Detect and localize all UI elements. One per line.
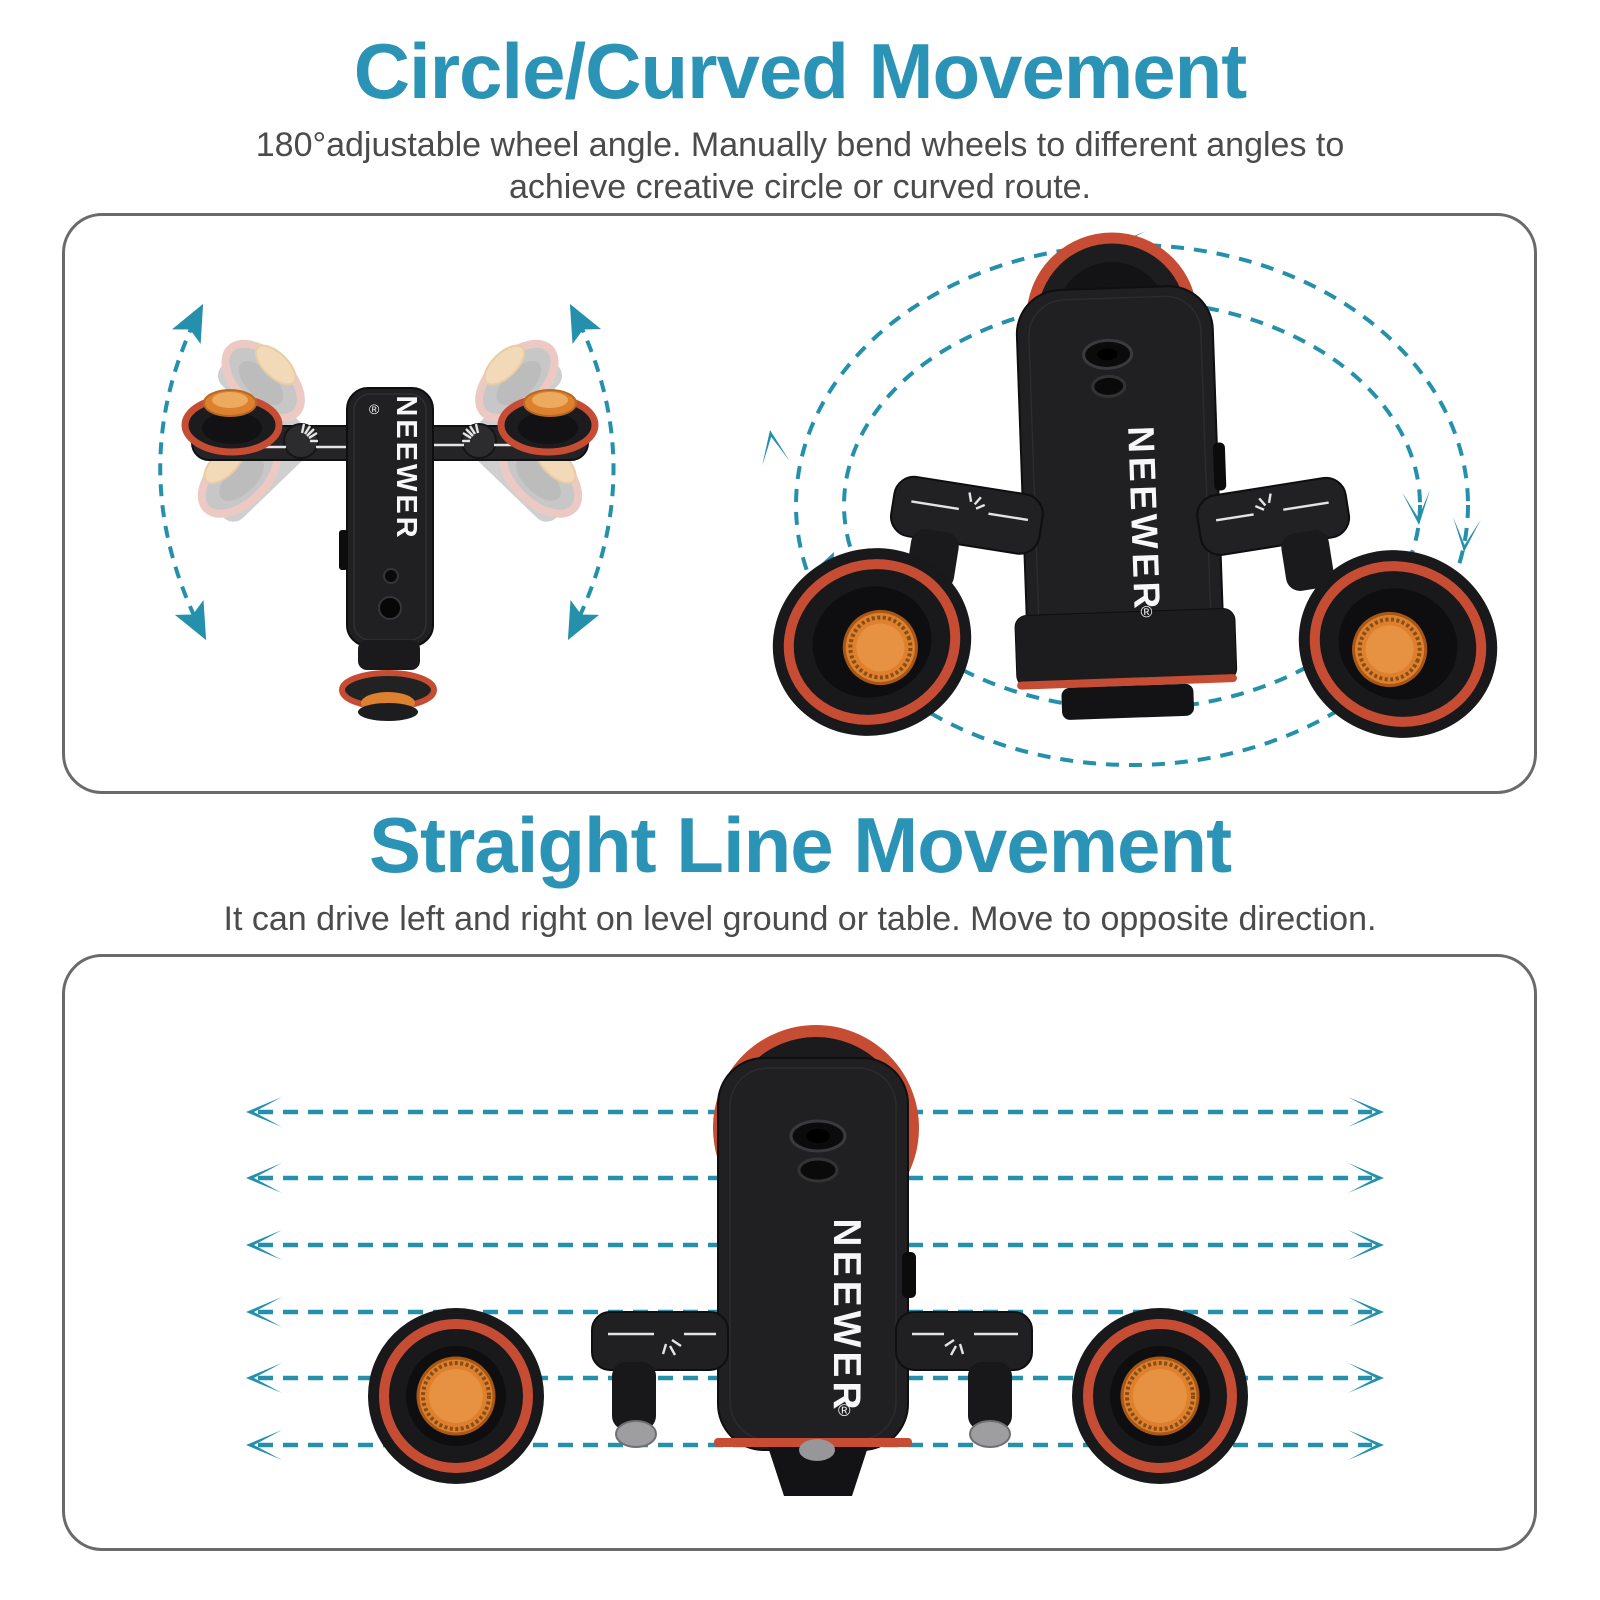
left-wheel <box>181 389 283 456</box>
brand-label: NEEWER <box>825 1218 868 1413</box>
right-wheel <box>497 389 599 456</box>
mount-hole-small <box>797 1157 839 1183</box>
section2-subtitle-line1: It can drive left and right on level gro… <box>223 900 1377 938</box>
brand-registered: ® <box>1140 604 1153 621</box>
arrow-right-icon <box>1348 1097 1384 1127</box>
dolly-body <box>717 1057 909 1451</box>
section1-title: Circle/Curved Movement <box>353 27 1248 115</box>
arrow-up-icon <box>762 430 790 466</box>
mount-hole-small <box>383 568 399 584</box>
side-switch <box>339 530 348 570</box>
brand-label: NEEWER <box>1120 425 1167 613</box>
arrow-left-icon <box>246 1430 282 1460</box>
dolly-front-view: NEEWER ® <box>772 232 1498 738</box>
arrow-right-icon <box>1348 1430 1384 1460</box>
arrow-down-right-icon <box>1402 489 1430 525</box>
arrow-left-icon <box>246 1297 282 1327</box>
side-switch <box>902 1252 916 1298</box>
arrow-left-icon <box>246 1363 282 1393</box>
left-wheel <box>368 1308 544 1484</box>
curved-arrow-left <box>158 303 207 641</box>
section1-subtitle-line2: achieve creative circle or curved route. <box>508 168 1092 206</box>
side-switch <box>1212 442 1227 491</box>
section1-subtitle-line1: 180°adjustable wheel angle. Manually ben… <box>255 126 1345 164</box>
brand-label: NEEWER <box>390 395 422 540</box>
mount-hole-small <box>1091 374 1127 398</box>
dolly-top-view: ® NEEWER <box>181 387 599 721</box>
arrow-right-icon <box>1348 1297 1384 1327</box>
motion-arrowheads <box>246 1097 1384 1460</box>
left-arm <box>591 1311 729 1371</box>
curved-arrow-right <box>567 303 616 641</box>
arrow-right-icon <box>1348 1363 1384 1393</box>
arrow-left-icon <box>246 1163 282 1193</box>
brand-registered: ® <box>838 1401 851 1420</box>
arrow-down-icon <box>1453 516 1481 552</box>
arrow-right-icon <box>1348 1230 1384 1260</box>
straight-movement-illustration: NEEWER ® <box>246 1025 1384 1496</box>
mount-hole-large <box>378 596 402 620</box>
arrow-right-icon <box>1348 1163 1384 1193</box>
dashed-orbit-inner <box>842 299 1422 711</box>
arrow-left-icon <box>246 1230 282 1260</box>
right-wheel <box>1298 550 1498 738</box>
right-wheel <box>1072 1308 1248 1484</box>
dolly-side-view: NEEWER ® <box>368 1025 1248 1496</box>
left-wheel <box>772 548 972 736</box>
section2-title: Straight Line Movement <box>368 801 1232 889</box>
arrow-left-icon <box>246 1097 282 1127</box>
circle-movement-illustration-right: NEEWER ® <box>762 231 1498 767</box>
right-arm <box>895 1311 1033 1371</box>
brand-registered: ® <box>369 401 380 417</box>
circle-movement-illustration-left: ® NEEWER <box>158 303 616 721</box>
dolly-body: ® NEEWER <box>339 387 437 721</box>
